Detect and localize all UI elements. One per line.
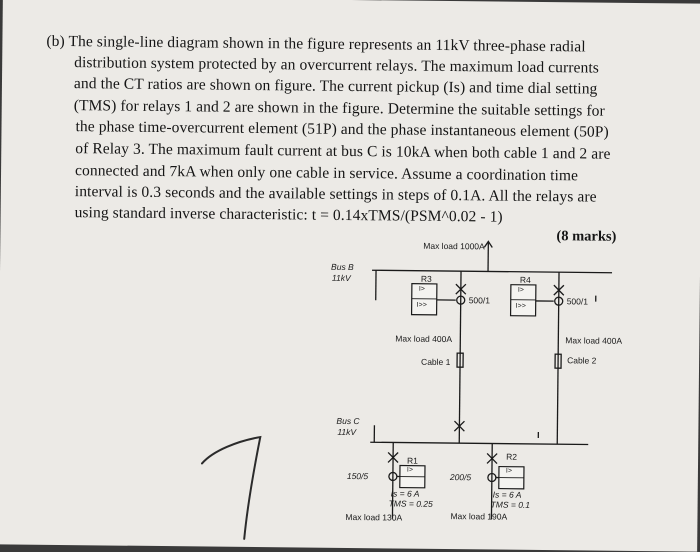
bus-c-bar: [370, 442, 588, 444]
relay-r4-symbol-bottom: I>>: [516, 303, 526, 310]
max-load-r2-label: Max load 190A: [450, 511, 507, 522]
relay-r4-label: R4: [520, 275, 531, 285]
bus-c-voltage: 11kV: [337, 427, 356, 437]
relay-r1-label: R1: [407, 456, 418, 466]
relay-r2-label: R2: [506, 452, 517, 462]
max-load-main-label: Max load 1000A: [423, 241, 485, 252]
bus-b-name: Bus B: [331, 262, 354, 272]
ct-r2-label: 200/5: [450, 472, 471, 482]
bus-b-bar: [372, 270, 612, 273]
relay-r1-symbol: I>: [407, 467, 413, 474]
ct-r3-label: 500/1: [469, 295, 490, 305]
max-load-cable2-label: Max load 400A: [565, 335, 622, 346]
bus-c-name: Bus C: [336, 416, 359, 426]
relay-r4-symbol-top: I>: [518, 287, 524, 294]
ct-r4-label: 500/1: [567, 296, 588, 306]
max-load-r1-label: Max load 130A: [345, 512, 402, 523]
relay-r1-pickup: Is = 6 A: [391, 488, 420, 498]
relay-r2-symbol: I>: [506, 468, 512, 475]
bus-b-voltage: 11kV: [332, 273, 351, 283]
relay-r2-tms: TMS = 0.1: [491, 499, 531, 509]
relay-r3-symbol-top: I>: [419, 286, 425, 293]
cable-1-label: Cable 1: [421, 357, 450, 367]
relay-r3-symbol-bottom: I>>: [417, 302, 427, 309]
max-load-cable1-label: Max load 400A: [395, 333, 452, 344]
relay-r2-pickup: Is = 6 A: [493, 490, 522, 500]
ct-r1-label: 150/5: [347, 471, 368, 481]
handwritten-seven-mark: [201, 436, 260, 539]
relay-r3-label: R3: [421, 274, 432, 284]
cable-2-label: Cable 2: [567, 355, 596, 365]
relay-r1-tms: TMS = 0.25: [389, 498, 433, 508]
